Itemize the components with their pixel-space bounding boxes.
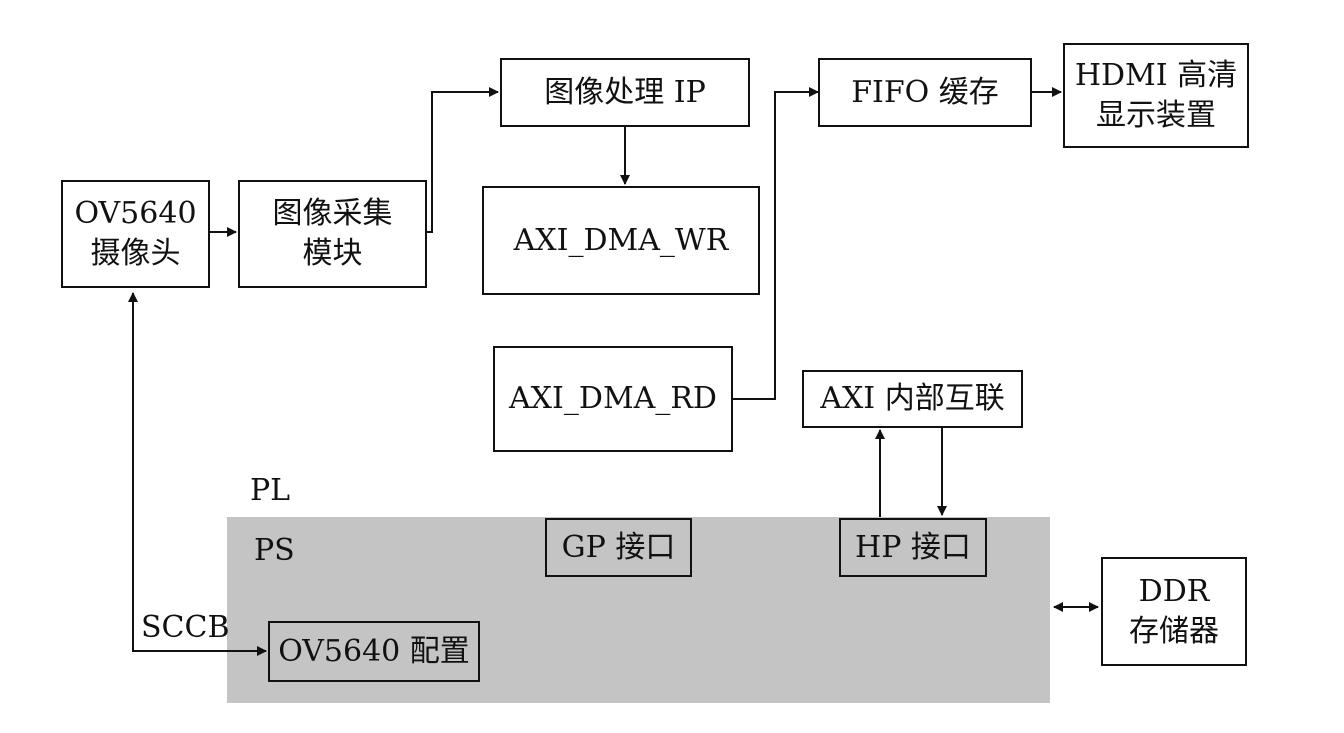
axi-dma-wr-block: AXI_DMA_WR <box>482 186 760 295</box>
arrow-sccb-bidirectional <box>128 292 267 656</box>
dma-wr-label: AXI_DMA_WR <box>513 222 729 258</box>
axi-interconnect-block: AXI 内部互联 <box>802 370 1023 428</box>
hdmi-display-block: HDMI 高清显示装置 <box>1063 43 1249 148</box>
image-capture-block: 图像采集模块 <box>238 180 427 288</box>
camera-label-line-2: 摄像头 <box>90 236 181 271</box>
ov5640-config-block: OV5640 配置 <box>268 621 480 682</box>
hdmi-label-line-2: 显示装置 <box>1095 97 1216 133</box>
ip-label: 图像处理 IP <box>544 74 706 110</box>
ov-config-label: OV5640 配置 <box>278 633 470 669</box>
hp-interface-block: HP 接口 <box>839 518 987 577</box>
ps-region-label: PS <box>254 533 295 568</box>
fifo-label: FIFO 缓存 <box>851 74 999 110</box>
gp-interface-block: GP 接口 <box>545 518 692 577</box>
axi-interconnect-label: AXI 内部互联 <box>820 381 1005 416</box>
ddr-memory-block: DDR 存储器 <box>1101 557 1247 666</box>
camera-label-line-1: OV5640 <box>74 196 197 231</box>
image-processing-ip-block: 图像处理 IP <box>500 58 750 127</box>
fifo-buffer-block: FIFO 缓存 <box>818 58 1032 127</box>
ddr-label-line-1: DDR <box>1138 573 1210 609</box>
capture-label-line-1: 图像采集 <box>272 196 393 231</box>
capture-label-line-2: 模块 <box>302 236 363 271</box>
gp-label: GP 接口 <box>561 529 676 565</box>
arrow-dma-rd-to-fifo <box>733 87 819 400</box>
axi-dma-rd-block: AXI_DMA_RD <box>493 346 733 452</box>
dma-rd-label: AXI_DMA_RD <box>509 381 717 416</box>
ov5640-camera-block: OV5640 摄像头 <box>61 180 210 288</box>
ddr-label-line-2: 存储器 <box>1129 613 1219 649</box>
arrow-capture-to-ip <box>427 87 499 233</box>
hdmi-label-line-1: HDMI 高清 <box>1074 57 1238 93</box>
hp-label: HP 接口 <box>855 529 971 565</box>
sccb-label: SCCB <box>141 610 230 645</box>
pl-region-label: PL <box>250 473 291 508</box>
